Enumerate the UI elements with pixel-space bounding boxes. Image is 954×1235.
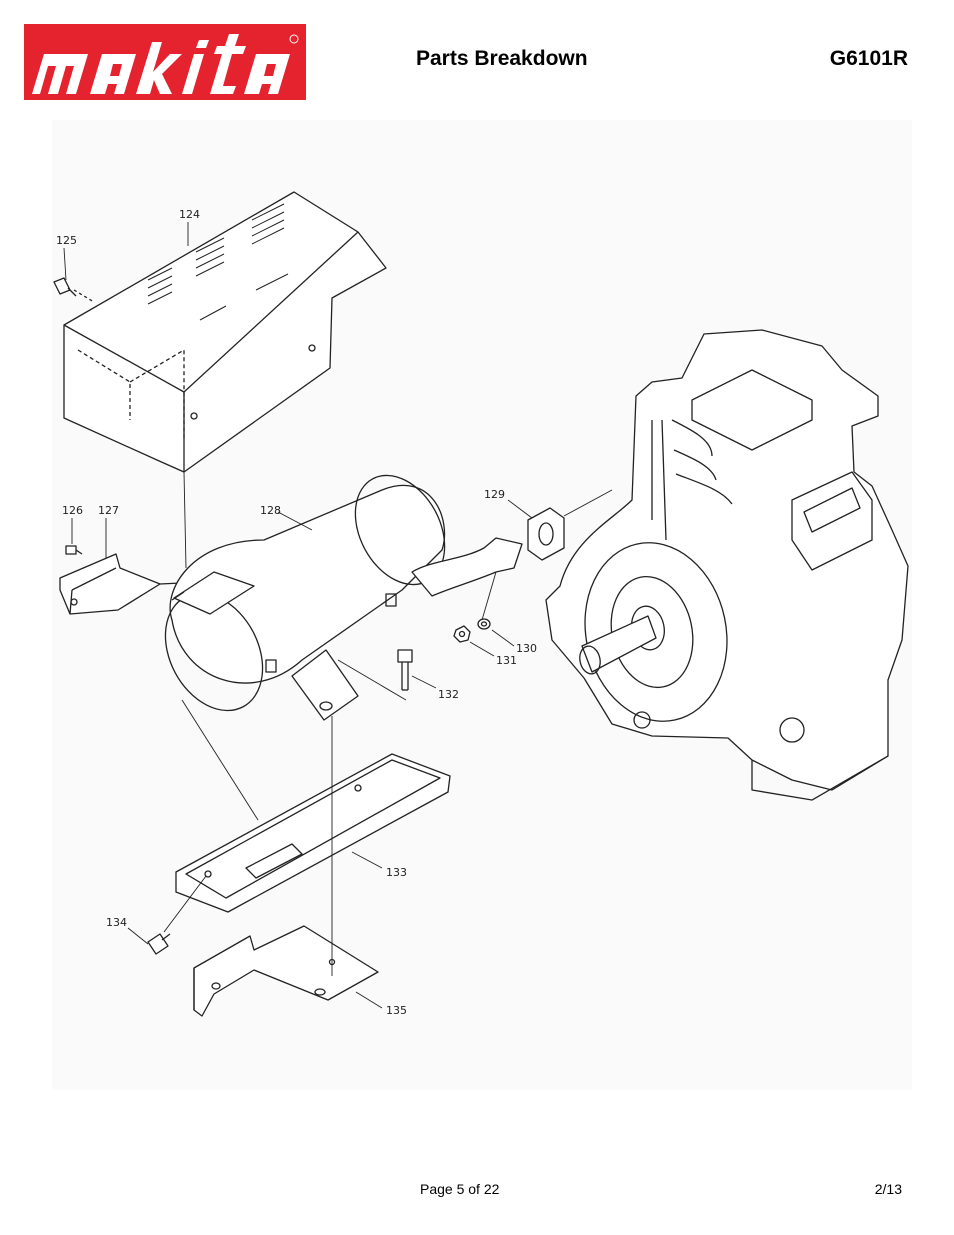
callout-132: 132	[438, 688, 459, 701]
washer-part-130	[477, 618, 491, 630]
model-number: G6101R	[829, 47, 908, 70]
callout-135: 135	[386, 1004, 407, 1017]
screw-part-126	[65, 545, 83, 555]
engine-assembly	[545, 329, 909, 801]
parts-diagram-drawing: 124 125 126 127 128 129 130 131 132 133 …	[53, 191, 909, 1017]
screw-part-134	[147, 933, 171, 955]
callout-124: 124	[179, 208, 200, 221]
callout-126: 126	[62, 504, 83, 517]
bracket-part-135	[193, 925, 379, 1017]
bolt-part-132	[397, 649, 413, 691]
nut-part-131	[453, 625, 471, 643]
muffler-part-128	[164, 474, 523, 721]
callout-131: 131	[496, 654, 517, 667]
callout-129: 129	[484, 488, 505, 501]
callout-133: 133	[386, 866, 407, 879]
page-title: Parts Breakdown	[416, 47, 588, 70]
bracket-part-127	[59, 553, 203, 615]
callout-128: 128	[260, 504, 281, 517]
callout-125: 125	[56, 234, 77, 247]
parts-diagram: 124 125 126 127 128 129 130 131 132 133 …	[52, 120, 912, 1090]
makita-logo: makita	[24, 24, 306, 100]
revision-date: 2/13	[874, 1181, 902, 1197]
callout-134: 134	[106, 916, 127, 929]
screw-part-125	[53, 277, 95, 303]
callout-127: 127	[98, 504, 119, 517]
tray-part-133	[175, 753, 451, 913]
gasket-part-129	[527, 507, 565, 561]
callout-130: 130	[516, 642, 537, 655]
registered-mark-icon	[289, 34, 299, 44]
page-number: Page 5 of 22	[420, 1181, 500, 1197]
cover-part-124	[63, 191, 387, 473]
